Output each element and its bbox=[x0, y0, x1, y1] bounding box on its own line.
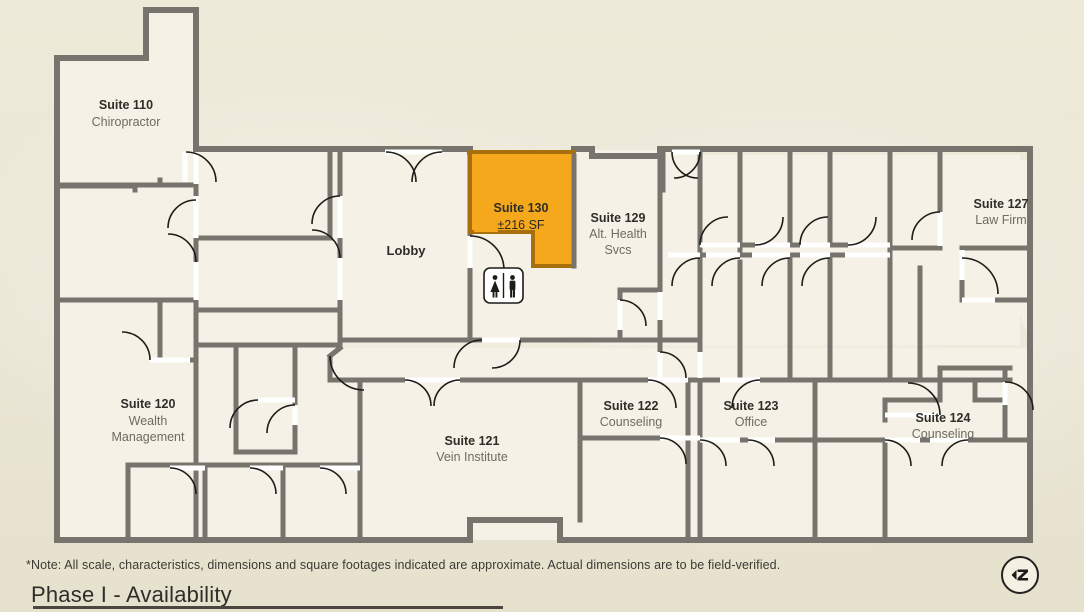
suite-120-tenant-line1: Wealth bbox=[129, 414, 168, 428]
page-title: Phase I - Availability bbox=[31, 582, 232, 607]
floor-plan-drawing: .floor{fill:#f5f1e6;} .wall{fill:none;st… bbox=[54, 7, 1034, 543]
door-swings bbox=[121, 151, 1034, 495]
suite-122-tenant: Counseling bbox=[600, 415, 663, 429]
suite-120-tenant-line2: Management bbox=[112, 430, 185, 444]
suite-123-tenant: Office bbox=[735, 415, 767, 429]
suite-127-id: Suite 127 bbox=[974, 197, 1029, 211]
suite-129-id: Suite 129 bbox=[591, 211, 646, 225]
suite-121-id: Suite 121 bbox=[445, 434, 500, 448]
suite-130-id[interactable]: Suite 130 bbox=[494, 201, 549, 215]
room-labels: Suite 110 Chiropractor Suite 120 Wealth … bbox=[92, 98, 1029, 464]
floor-fills bbox=[57, 10, 1030, 540]
suite-124-tenant: Counseling bbox=[912, 427, 975, 441]
suite-123-id: Suite 123 bbox=[724, 399, 779, 413]
suite-121-tenant: Vein Institute bbox=[436, 450, 508, 464]
suite-127-tenant: Law Firm bbox=[975, 213, 1026, 227]
suite-130-area: ±216 SF bbox=[497, 218, 545, 232]
suite-120-id: Suite 120 bbox=[121, 397, 176, 411]
suite-129-tenant-line2: Svcs bbox=[604, 243, 631, 257]
door-openings bbox=[150, 149, 1008, 471]
company-logo bbox=[1001, 556, 1039, 594]
restroom-icon bbox=[483, 267, 524, 304]
z-arrow-logo-icon bbox=[1011, 569, 1028, 581]
suite-110-id: Suite 110 bbox=[99, 98, 153, 112]
lobby-label: Lobby bbox=[387, 243, 427, 258]
suite-124-id: Suite 124 bbox=[916, 411, 971, 425]
suite-130-highlight[interactable] bbox=[468, 150, 576, 268]
suite-129-tenant-line1: Alt. Health bbox=[589, 227, 647, 241]
suite-122-id: Suite 122 bbox=[604, 399, 659, 413]
suite-110-tenant: Chiropractor bbox=[92, 115, 161, 129]
title-rule bbox=[33, 606, 503, 609]
disclaimer-note: *Note: All scale, characteristics, dimen… bbox=[26, 558, 781, 572]
building-outline bbox=[54, 7, 1033, 543]
